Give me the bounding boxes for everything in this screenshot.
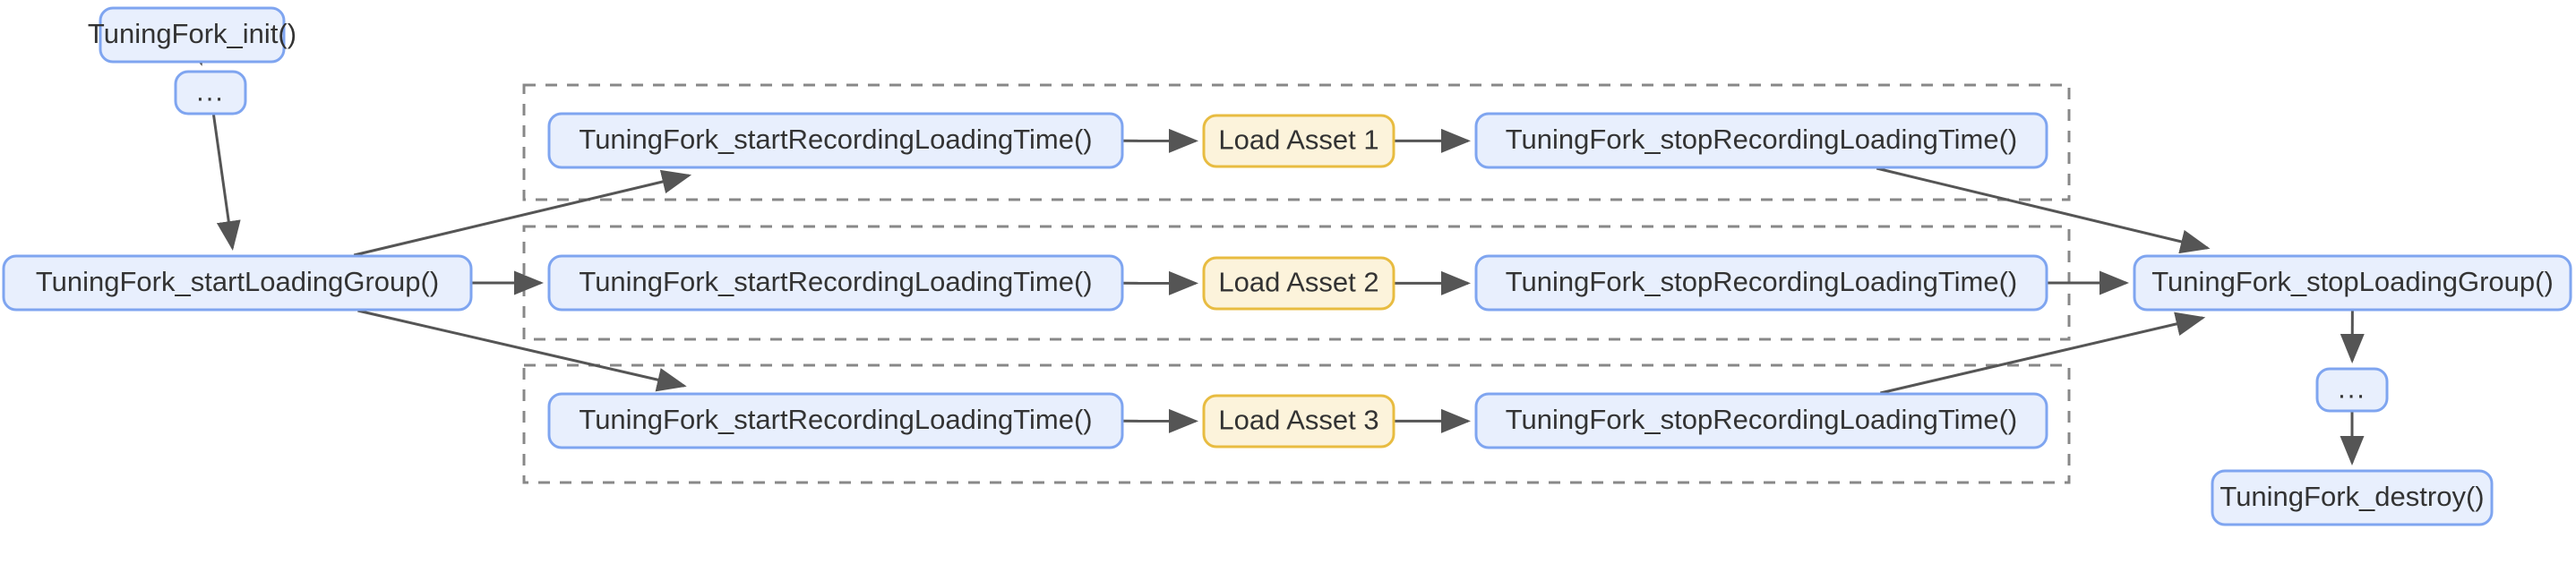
node-startGroup-shape[interactable] <box>2 254 473 312</box>
node-dots1[interactable]: ... <box>174 70 247 115</box>
node-stop3[interactable]: TuningFork_stopRecordingLoadingTime() <box>1474 392 2048 449</box>
node-stop3-shape[interactable] <box>1474 392 2048 449</box>
node-start3[interactable]: TuningFork_startRecordingLoadingTime() <box>547 392 1124 449</box>
node-asset2[interactable]: Load Asset 2 <box>1202 256 1395 311</box>
node-start1[interactable]: TuningFork_startRecordingLoadingTime() <box>547 112 1124 169</box>
node-dots2[interactable]: ... <box>2315 367 2389 413</box>
edge-startGroup-to-start3 <box>357 309 687 392</box>
node-start1-shape[interactable] <box>547 112 1124 169</box>
node-stop1-shape[interactable] <box>1474 112 2048 169</box>
node-stop1[interactable]: TuningFork_stopRecordingLoadingTime() <box>1474 112 2048 169</box>
node-asset3-shape[interactable] <box>1202 394 1395 449</box>
edge-stop1-to-stopGroup <box>1876 167 2211 254</box>
cluster-cluster1 <box>522 83 2071 201</box>
node-asset1[interactable]: Load Asset 1 <box>1202 114 1395 168</box>
node-asset1-shape[interactable] <box>1202 114 1395 168</box>
node-asset3[interactable]: Load Asset 3 <box>1202 394 1395 449</box>
edge-stop3-to-stopGroup <box>1880 312 2206 395</box>
node-destroy[interactable]: TuningFork_destroy() <box>2211 469 2494 526</box>
edge-startGroup-to-start1 <box>353 169 692 257</box>
node-stopGroup-shape[interactable] <box>2133 254 2572 312</box>
edge-group <box>181 34 2365 466</box>
node-start2[interactable]: TuningFork_startRecordingLoadingTime() <box>547 254 1124 312</box>
node-stop2-shape[interactable] <box>1474 254 2048 312</box>
node-start2-shape[interactable] <box>547 254 1124 312</box>
edge-dots1-to-startGroup <box>211 114 241 251</box>
node-destroy-shape[interactable] <box>2211 469 2494 526</box>
cluster-cluster3 <box>522 363 2071 484</box>
node-init[interactable]: TuningFork_init() <box>88 6 296 64</box>
node-start3-shape[interactable] <box>547 392 1124 449</box>
node-startGroup[interactable]: TuningFork_startLoadingGroup() <box>2 254 473 312</box>
node-init-shape[interactable] <box>99 6 286 64</box>
node-dots2-shape[interactable] <box>2315 367 2389 413</box>
node-stop2[interactable]: TuningFork_stopRecordingLoadingTime() <box>1474 254 2048 312</box>
node-stopGroup[interactable]: TuningFork_stopLoadingGroup() <box>2133 254 2572 312</box>
node-asset2-shape[interactable] <box>1202 256 1395 311</box>
node-dots1-shape[interactable] <box>174 70 247 115</box>
